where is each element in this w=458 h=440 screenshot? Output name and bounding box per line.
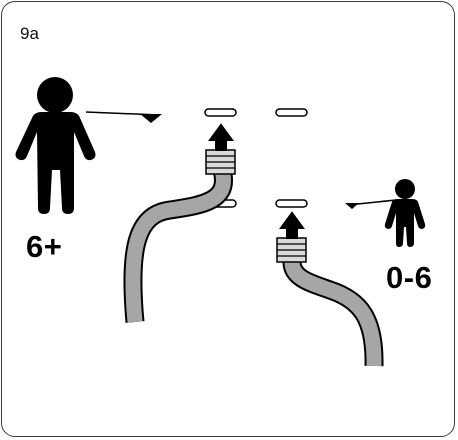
child-level-marker-icon xyxy=(345,203,359,209)
level-marker-icon xyxy=(140,114,162,123)
hose-icon-right xyxy=(276,237,384,367)
adult-person-icon xyxy=(15,77,96,214)
adult-level-indicator xyxy=(85,111,162,123)
child-level-indicator xyxy=(345,199,397,209)
up-arrow-icon-right xyxy=(279,211,305,239)
slot-lower-right xyxy=(275,199,308,208)
child-age-label: 0-6 xyxy=(386,260,433,295)
slot-upper-left xyxy=(204,108,237,117)
up-arrow-icon xyxy=(208,123,234,151)
adult-age-label: 6+ xyxy=(26,229,63,264)
child-person-icon xyxy=(384,179,426,247)
slot-upper-right xyxy=(275,108,308,117)
hose-icon xyxy=(123,149,236,323)
lower-slot-row xyxy=(204,199,308,208)
upper-slot-row xyxy=(204,108,308,117)
step-label: 9a xyxy=(20,24,39,43)
